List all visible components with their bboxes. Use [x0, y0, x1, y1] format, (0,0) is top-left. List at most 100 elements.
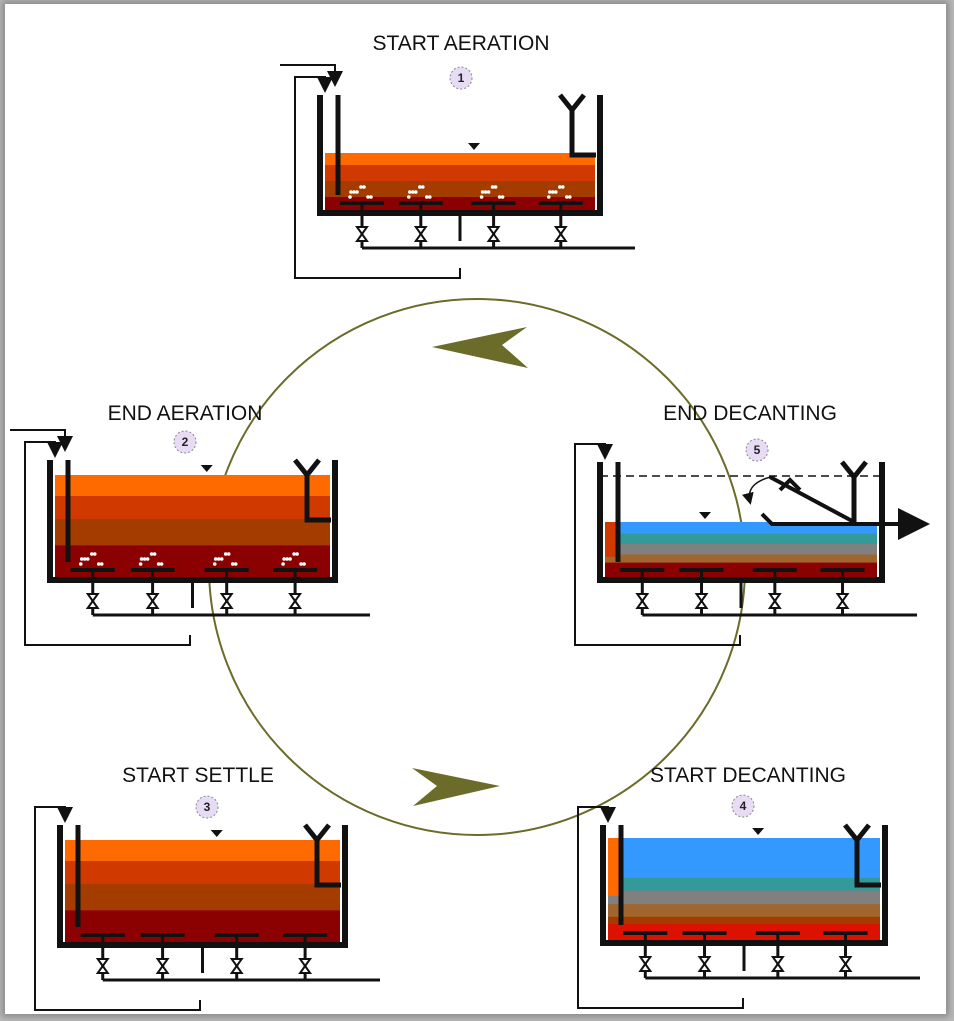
step-badge — [449, 66, 473, 90]
air-bubble — [418, 185, 422, 189]
liquid-layer — [325, 181, 595, 198]
cycle-arrow-top-icon — [432, 327, 528, 368]
air-bubble — [565, 195, 569, 199]
liquid-layer — [605, 533, 877, 545]
step-number: 5 — [754, 443, 761, 457]
air-bubble — [282, 557, 286, 561]
valve-icon — [838, 956, 853, 972]
step-badge — [745, 438, 769, 462]
aeration-header — [80, 933, 380, 982]
valve-icon — [288, 593, 303, 609]
air-bubble — [493, 185, 498, 189]
air-bubble — [223, 552, 228, 556]
feed-pipes — [10, 429, 191, 646]
air-bubble — [79, 557, 84, 561]
aeration-header — [623, 931, 920, 980]
air-bubble — [299, 562, 303, 566]
air-bubble — [139, 557, 144, 561]
valve-icon — [85, 593, 100, 609]
air-bubble — [82, 557, 87, 561]
water-level-marker-icon — [210, 830, 223, 837]
air-bubble — [349, 190, 353, 194]
stage-title: START SETTLE — [122, 764, 274, 787]
step-number: 1 — [458, 71, 465, 85]
valve-icon — [697, 956, 712, 972]
air-bubble — [480, 190, 485, 194]
air-bubble — [212, 562, 217, 566]
air-bubble — [352, 190, 356, 194]
air-bubble — [547, 195, 551, 199]
air-bubble — [355, 190, 359, 194]
liquid-layer — [55, 545, 330, 581]
air-bubble — [288, 557, 292, 561]
stage-title: END AERATION — [108, 402, 263, 425]
valve-icon — [767, 593, 782, 609]
recycle-arrow-icon — [294, 76, 461, 279]
decanter-icon — [558, 93, 596, 158]
step-badge — [731, 794, 755, 818]
air-bubble — [561, 185, 565, 189]
liquid-layer — [608, 916, 880, 925]
air-bubble — [490, 185, 495, 189]
air-bubble — [425, 195, 429, 199]
decanter-motion-arrow-icon — [742, 475, 776, 505]
feed-inlet-arrow-icon — [280, 64, 343, 87]
air-bubble — [568, 195, 572, 199]
air-bubble — [219, 557, 224, 561]
liquid-layer — [55, 496, 330, 520]
inlet-zone — [605, 522, 617, 557]
feed-pipes — [280, 64, 461, 279]
air-bubble — [281, 562, 285, 566]
step-badge — [195, 795, 219, 819]
feed-inlet-arrow-icon — [10, 429, 73, 452]
air-bubble — [213, 557, 218, 561]
water-level-marker-icon — [752, 828, 765, 835]
air-bubble — [408, 190, 412, 194]
stage-2: END AERATION 2 — [10, 402, 370, 646]
air-bubble — [554, 190, 558, 194]
air-bubble — [99, 562, 104, 566]
decanter-icon — [303, 823, 341, 888]
cycle-arrow-bottom-icon — [412, 768, 500, 806]
air-bubble — [292, 552, 296, 556]
liquid-layer — [608, 924, 880, 944]
air-bubble — [411, 190, 415, 194]
air-bubble — [138, 562, 143, 566]
air-bubble — [483, 190, 488, 194]
valve-icon — [95, 958, 110, 974]
liquid-layer — [608, 904, 880, 918]
aeration-header — [620, 568, 917, 617]
decanter-weir-icon — [778, 477, 802, 492]
valve-icon — [413, 226, 428, 242]
recycle-arrow-icon — [34, 806, 201, 1011]
liquid-layer — [65, 861, 340, 885]
valve-icon — [298, 958, 313, 974]
water-level-marker-icon — [699, 512, 711, 519]
air-bubble — [92, 552, 97, 556]
liquid-layer — [65, 910, 340, 946]
valve-icon — [155, 958, 170, 974]
air-bubble — [149, 552, 154, 556]
valve-icon — [694, 593, 709, 609]
air-bubble — [96, 562, 101, 566]
feed-pipes — [577, 806, 744, 1009]
air-bubble — [359, 185, 363, 189]
valve-icon — [835, 593, 850, 609]
air-bubble — [558, 185, 562, 189]
recycle-arrow-icon — [574, 443, 741, 646]
air-bubble — [78, 562, 83, 566]
feed-pipes — [574, 443, 741, 646]
recycle-arrow-icon — [24, 441, 191, 646]
air-bubble — [216, 557, 221, 561]
air-bubble — [479, 195, 484, 199]
liquid-layer — [325, 153, 595, 166]
step-number: 2 — [182, 435, 189, 449]
air-bubble — [551, 190, 555, 194]
feed-pipes — [34, 806, 201, 1011]
valve-icon — [770, 956, 785, 972]
liquid-layer — [55, 519, 330, 546]
air-bubble — [407, 195, 411, 199]
